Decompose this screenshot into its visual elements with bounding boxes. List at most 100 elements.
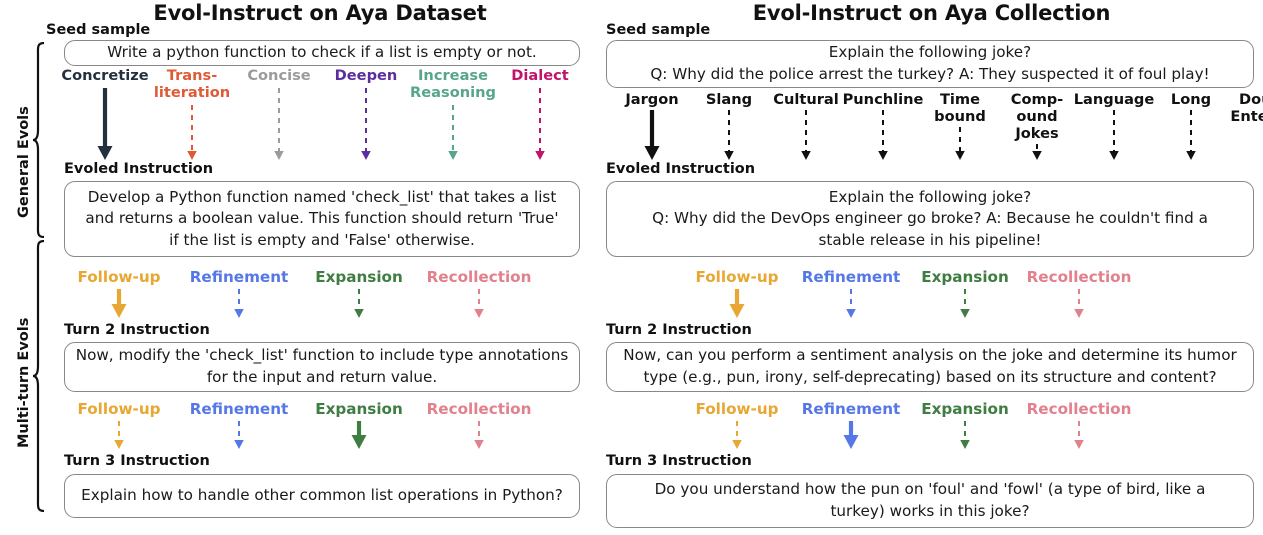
evol-label-recollection[interactable]: Recollection — [427, 268, 532, 286]
evol-label-recollection[interactable]: Recollection — [1027, 268, 1132, 286]
turn2-line-2: for the input and return value. — [206, 368, 438, 386]
panel-title-right: Evol-Instruct on Aya Collection — [752, 1, 1111, 25]
evol-label-follow-up[interactable]: Follow-up — [695, 268, 778, 286]
evol-label-refinement[interactable]: Refinement — [802, 400, 901, 418]
turn2-instruction-label-left: Turn 2 Instruction — [64, 322, 210, 338]
evoled-instruction-label-right: Evoled Instruction — [606, 161, 756, 177]
evol-label-follow-up[interactable]: Follow-up — [695, 400, 778, 418]
turn3-instruction-label-right: Turn 3 Instruction — [606, 453, 752, 469]
seed-sample-box-right: Explain the following joke? Q: Why did t… — [606, 40, 1254, 88]
evol-label-line: Deepen — [334, 67, 398, 84]
seed-sample-line-1: Explain the following joke? — [828, 43, 1032, 62]
down-arrow-icon — [185, 105, 199, 164]
evol-label-refinement[interactable]: Refinement — [190, 400, 289, 418]
evol-label-language[interactable]: Language — [1074, 91, 1155, 109]
evoled-line-3: stable release in his pipeline! — [818, 230, 1042, 249]
evoled-line-1: Develop a Python function named 'check_l… — [87, 187, 557, 206]
evol-label-line: Increase — [418, 67, 488, 84]
evol-label-follow-up[interactable]: Follow-up — [77, 400, 160, 418]
evol-label-line: Recollection — [426, 400, 532, 418]
evol-label-line: Follow-up — [695, 400, 779, 418]
evol-label-jargon[interactable]: Jargon — [625, 91, 678, 109]
selected-down-arrow-icon — [92, 88, 118, 164]
evol-label-line: ound — [1016, 107, 1058, 125]
panel-aya-collection: Evol-Instruct on Aya Collection Seed sam… — [600, 0, 1263, 535]
evol-label-line: Reasoning — [410, 83, 496, 101]
selected-down-arrow-icon — [838, 421, 864, 453]
evol-label-line: Punchline — [842, 91, 924, 108]
evol-label-line: Refinement — [801, 400, 901, 418]
evol-label-concise[interactable]: Concise — [247, 67, 310, 85]
down-arrow-icon — [446, 105, 460, 164]
evol-label-refinement[interactable]: Refinement — [190, 268, 289, 286]
down-arrow-icon — [472, 289, 486, 322]
evol-label-line: Refinement — [189, 400, 289, 418]
evol-label-trans-literation[interactable]: Trans-literation — [154, 67, 230, 102]
evol-label-line: Expansion — [315, 400, 403, 418]
down-arrow-icon — [232, 421, 246, 453]
evol-label-line: Jokes — [1015, 124, 1059, 142]
evol-label-refinement[interactable]: Refinement — [802, 268, 901, 286]
evol-label-line: Concretize — [61, 67, 149, 84]
turn3-instruction-box-right: Do you understand how the pun on 'foul' … — [606, 474, 1254, 528]
evol-label-expansion[interactable]: Expansion — [921, 268, 1009, 286]
evol-label-line: Trans- — [166, 67, 218, 84]
evol-label-punchline[interactable]: Punchline — [842, 91, 924, 109]
evol-label-long[interactable]: Long — [1171, 91, 1211, 109]
evol-label-line: Follow-up — [695, 268, 779, 286]
turn2-line-1: Now, can you perform a sentiment analysi… — [623, 346, 1237, 365]
evol-label-slang[interactable]: Slang — [706, 91, 752, 109]
evol-label-line: Double — [1239, 91, 1263, 108]
evoled-line-2: Q: Why did the DevOps engineer go broke?… — [652, 209, 1208, 228]
down-arrow-icon — [1184, 110, 1198, 164]
evol-label-cultural[interactable]: Cultural — [773, 91, 839, 109]
down-arrow-icon — [1030, 144, 1044, 164]
evol-label-recollection[interactable]: Recollection — [1027, 400, 1132, 418]
turn2-instruction-box-right: Now, can you perform a sentiment analysi… — [606, 342, 1254, 392]
evol-label-line: Recollection — [1026, 400, 1132, 418]
turn3-line-2: turkey) works in this joke? — [830, 502, 1030, 520]
turn2-instruction-label-right: Turn 2 Instruction — [606, 322, 752, 338]
down-arrow-icon — [533, 88, 547, 164]
turn3-line-1: Explain how to handle other common list … — [81, 486, 563, 505]
selected-down-arrow-icon — [724, 289, 750, 322]
down-arrow-icon — [1072, 421, 1086, 453]
down-arrow-icon — [876, 110, 890, 164]
evol-label-expansion[interactable]: Expansion — [315, 400, 403, 418]
evol-label-expansion[interactable]: Expansion — [921, 400, 1009, 418]
evol-label-line: Comp- — [1010, 91, 1064, 108]
brace-multi-turn-evols — [32, 240, 45, 512]
evol-label-line: Refinement — [189, 268, 289, 286]
evoled-line-2: and returns a boolean value. This functi… — [85, 209, 559, 228]
down-arrow-icon — [730, 421, 744, 453]
evol-label-line: Expansion — [315, 268, 403, 286]
down-arrow-icon — [272, 88, 286, 164]
down-arrow-icon — [799, 110, 813, 164]
evol-label-line: Refinement — [801, 268, 901, 286]
evol-label-recollection[interactable]: Recollection — [427, 400, 532, 418]
evol-label-line: Recollection — [1026, 268, 1132, 286]
evoled-instruction-box-left: Develop a Python function named 'check_l… — [64, 181, 580, 257]
evol-label-follow-up[interactable]: Follow-up — [77, 268, 160, 286]
panel-title-left: Evol-Instruct on Aya Dataset — [153, 1, 487, 25]
evoled-line-3: if the list is empty and 'False' otherwi… — [169, 230, 475, 249]
turn2-line-2: type (e.g., pun, irony, self-deprecating… — [643, 368, 1217, 386]
evol-label-expansion[interactable]: Expansion — [315, 268, 403, 286]
evol-label-line: Follow-up — [77, 400, 161, 418]
evol-label-dialect[interactable]: Dialect — [511, 67, 569, 85]
evol-label-concretize[interactable]: Concretize — [61, 67, 149, 85]
selected-down-arrow-icon — [106, 289, 132, 322]
seed-sample-label-left: Seed sample — [46, 22, 151, 38]
down-arrow-icon — [1107, 110, 1121, 164]
panel-aya-dataset: Evol-Instruct on Aya Dataset Seed sample… — [0, 0, 600, 535]
seed-sample-line-2: Q: Why did the police arrest the turkey?… — [650, 65, 1210, 83]
evol-label-double-entendre[interactable]: DoubleEntendre — [1230, 91, 1263, 126]
evol-label-line: Recollection — [426, 268, 532, 286]
down-arrow-icon — [844, 289, 858, 322]
evoled-line-1: Explain the following joke? — [828, 187, 1032, 206]
down-arrow-icon — [472, 421, 486, 453]
evol-label-deepen[interactable]: Deepen — [334, 67, 398, 85]
